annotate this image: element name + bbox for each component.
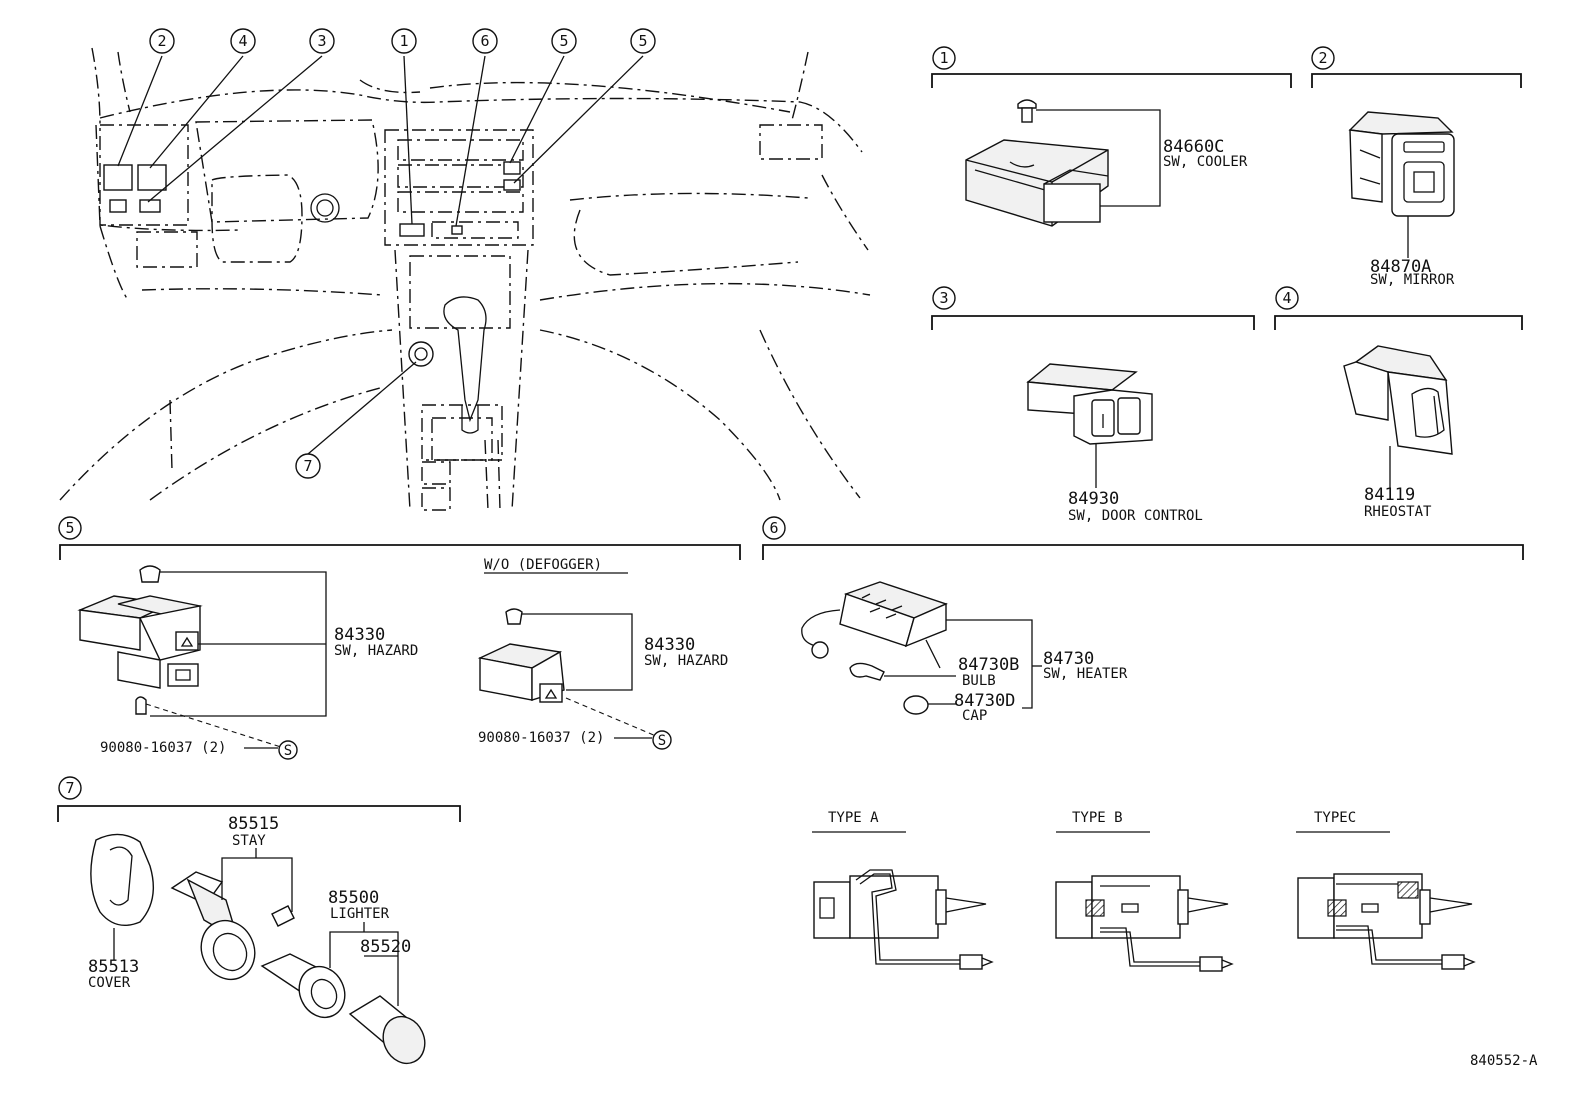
svg-text:TYPEC: TYPEC bbox=[1314, 810, 1356, 826]
svg-text:CAP: CAP bbox=[962, 708, 987, 724]
svg-text:BULB: BULB bbox=[962, 673, 996, 689]
svg-text:SW, DOOR CONTROL: SW, DOOR CONTROL bbox=[1068, 508, 1203, 524]
svg-text:STAY: STAY bbox=[232, 833, 266, 849]
callout-4: 4 bbox=[230, 28, 256, 54]
svg-text:84730: 84730 bbox=[1043, 649, 1094, 669]
svg-text:SW, HAZARD: SW, HAZARD bbox=[644, 653, 728, 669]
svg-text:S: S bbox=[284, 743, 292, 759]
section-4-rheostat: 4 84119 RHEOSTAT bbox=[1274, 286, 1523, 520]
svg-text:85500: 85500 bbox=[328, 888, 379, 908]
diagram-id: 840552-A bbox=[1470, 1053, 1538, 1069]
svg-text:7: 7 bbox=[65, 779, 74, 797]
svg-text:SW, MIRROR: SW, MIRROR bbox=[1370, 272, 1455, 288]
svg-text:90080-16037 (2): 90080-16037 (2) bbox=[478, 730, 604, 746]
svg-text:85515: 85515 bbox=[228, 814, 279, 834]
svg-text:TYPE B: TYPE B bbox=[1072, 810, 1123, 826]
svg-text:1: 1 bbox=[939, 49, 948, 67]
section-5-hazard-switch: 5 84330 SW, HAZARD 90080-16037 (2) S bbox=[58, 516, 741, 760]
svg-text:7: 7 bbox=[303, 457, 312, 475]
svg-text:85513: 85513 bbox=[88, 957, 139, 977]
svg-text:5: 5 bbox=[638, 32, 647, 50]
svg-text:W/O (DEFOGGER): W/O (DEFOGGER) bbox=[484, 557, 602, 573]
svg-text:RHEOSTAT: RHEOSTAT bbox=[1364, 504, 1432, 520]
svg-text:SW, HAZARD: SW, HAZARD bbox=[334, 643, 418, 659]
svg-text:3: 3 bbox=[317, 32, 326, 50]
svg-text:5: 5 bbox=[65, 519, 74, 537]
section-1-cooler-switch: 1 84660C SW, COOLER bbox=[931, 46, 1292, 227]
svg-text:84330: 84330 bbox=[644, 635, 695, 655]
svg-text:1: 1 bbox=[399, 32, 408, 50]
heater-type-a: TYPE A bbox=[812, 810, 994, 970]
svg-text:4: 4 bbox=[238, 32, 247, 50]
callout-7: 7 bbox=[295, 453, 321, 479]
svg-text:SW, HEATER: SW, HEATER bbox=[1043, 666, 1128, 682]
svg-text:84930: 84930 bbox=[1068, 489, 1119, 509]
callout-1: 1 bbox=[391, 28, 417, 54]
svg-text:COVER: COVER bbox=[88, 975, 131, 991]
section-6-heater-switch: 6 84730B BULB 84730D CAP 84730 SW, HEATE… bbox=[762, 516, 1524, 972]
svg-text:TYPE A: TYPE A bbox=[828, 810, 879, 826]
svg-text:5: 5 bbox=[559, 32, 568, 50]
heater-type-b: TYPE B bbox=[1055, 810, 1234, 972]
svg-text:2: 2 bbox=[157, 32, 166, 50]
svg-text:84330: 84330 bbox=[334, 625, 385, 645]
svg-text:84730D: 84730D bbox=[954, 691, 1015, 711]
callout-3: 3 bbox=[309, 28, 335, 54]
callout-6: 6 bbox=[472, 28, 498, 54]
svg-text:6: 6 bbox=[480, 32, 489, 50]
svg-text:84660C: 84660C bbox=[1163, 137, 1224, 157]
dashboard-overview: 2 4 3 1 6 5 5 7 bbox=[59, 28, 871, 511]
svg-text:LIGHTER: LIGHTER bbox=[330, 906, 390, 922]
section-2-mirror-switch: 2 84870A SW, MIRROR bbox=[1311, 46, 1522, 288]
svg-text:85520: 85520 bbox=[360, 937, 411, 957]
callout-5a: 5 bbox=[551, 28, 577, 54]
svg-text:6: 6 bbox=[769, 519, 778, 537]
svg-text:84119: 84119 bbox=[1364, 485, 1415, 505]
svg-text:4: 4 bbox=[1282, 289, 1291, 307]
section-7-cigarette-lighter: 7 85513 COVER 85515 STAY 85500 LIGHTER 8… bbox=[57, 776, 461, 1065]
callout-5b: 5 bbox=[630, 28, 656, 54]
callout-2: 2 bbox=[149, 28, 175, 54]
hazard-switch-with-defogger: 84330 SW, HAZARD 90080-16037 (2) S bbox=[77, 565, 418, 760]
svg-text:3: 3 bbox=[939, 289, 948, 307]
svg-text:90080-16037 (2): 90080-16037 (2) bbox=[100, 740, 226, 756]
hazard-switch-without-defogger: W/O (DEFOGGER) 84330 SW, HAZARD 90080-16… bbox=[477, 557, 728, 750]
svg-text:SW, COOLER: SW, COOLER bbox=[1163, 154, 1248, 170]
svg-text:84730B: 84730B bbox=[958, 655, 1019, 675]
section-3-door-control-switch: 3 84930 SW, DOOR CONTROL bbox=[931, 286, 1255, 524]
svg-text:S: S bbox=[658, 733, 666, 749]
svg-text:2: 2 bbox=[1318, 49, 1327, 67]
heater-type-c: TYPEC bbox=[1296, 810, 1476, 970]
svg-text:84870A: 84870A bbox=[1370, 257, 1431, 277]
